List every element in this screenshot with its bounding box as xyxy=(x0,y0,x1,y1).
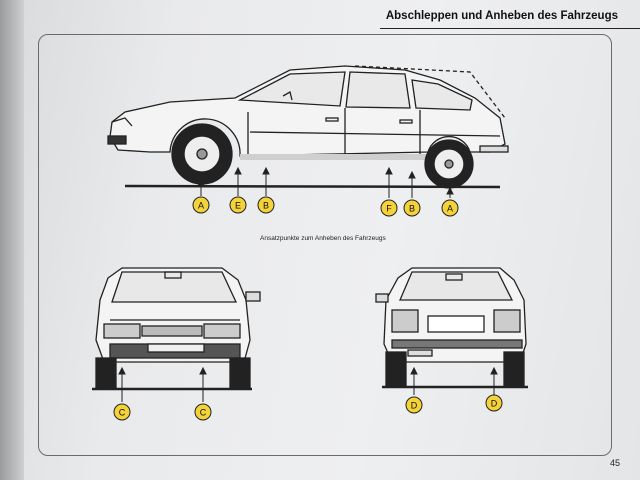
car-front-view xyxy=(92,267,261,391)
figure-caption: Ansatzpunkte zum Anheben des Fahrzeugs xyxy=(260,235,386,242)
illustration-frame xyxy=(38,34,612,456)
lift-point-marker: B xyxy=(257,196,275,214)
lift-point-marker: F xyxy=(380,199,398,217)
svg-text:A: A xyxy=(198,201,204,211)
lift-point-marker: B xyxy=(403,199,421,217)
svg-text:E: E xyxy=(235,201,241,211)
lift-point-marker: C xyxy=(194,403,212,421)
rear-lift-arrows xyxy=(410,366,498,395)
page-header-title: Abschleppen und Anheben des Fahrzeugs xyxy=(385,10,618,22)
lift-point-marker: D xyxy=(405,396,423,414)
svg-text:B: B xyxy=(409,204,415,214)
svg-text:C: C xyxy=(119,408,126,418)
lift-point-marker: C xyxy=(113,403,131,421)
lift-point-marker: E xyxy=(229,196,247,214)
car-rear-view xyxy=(375,267,528,389)
lift-point-marker: A xyxy=(192,196,210,214)
car-side-view xyxy=(107,65,509,189)
svg-text:D: D xyxy=(491,399,498,409)
page-number: 45 xyxy=(609,458,620,468)
front-lift-arrows xyxy=(118,366,207,402)
svg-text:F: F xyxy=(386,204,392,214)
header-rule xyxy=(380,28,640,29)
front-markers: C C xyxy=(113,403,212,421)
side-markers: A E B F B A xyxy=(192,196,459,217)
side-lift-arrows xyxy=(197,166,454,198)
rear-markers: D D xyxy=(405,394,503,414)
svg-text:C: C xyxy=(200,408,207,418)
svg-text:B: B xyxy=(263,201,269,211)
page-binding xyxy=(0,0,24,480)
svg-text:A: A xyxy=(447,204,453,214)
svg-text:D: D xyxy=(411,401,418,411)
lift-point-marker: A xyxy=(441,199,459,217)
lift-point-marker: D xyxy=(485,394,503,412)
